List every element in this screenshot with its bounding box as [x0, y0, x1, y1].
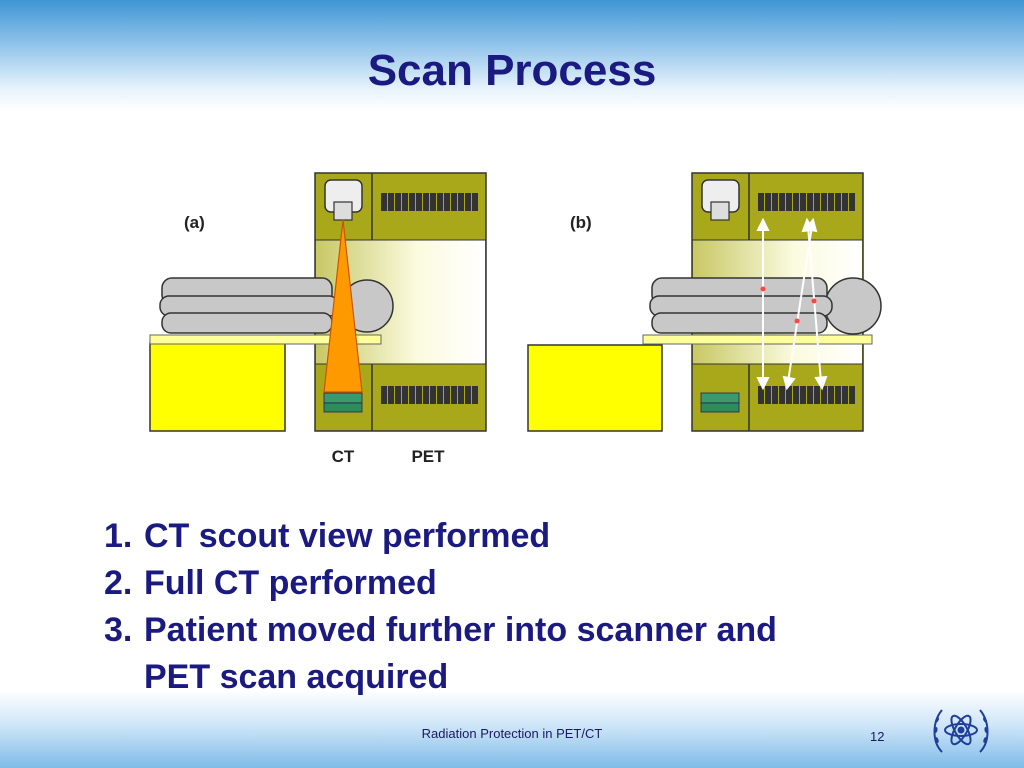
step-number: 2.: [104, 564, 133, 602]
annihilation-photons: [756, 217, 828, 391]
panel-b-label: (b): [570, 213, 592, 232]
pet-label: PET: [411, 447, 445, 466]
step-number: 3.: [104, 611, 133, 649]
patient-bed-a: [149, 342, 286, 432]
pet-ct-diagram: (a) CT PET: [149, 172, 882, 466]
step-item: 2. Full CT performed: [104, 560, 844, 607]
page-number: 12: [870, 729, 885, 744]
step-text: Full CT performed: [144, 564, 437, 602]
footer-background: [0, 690, 1024, 768]
ct-detector-b: [700, 392, 740, 413]
steps-list: 1. CT scout view performed 2. Full CT pe…: [104, 513, 844, 701]
panel-a-label: (a): [184, 213, 205, 232]
footer-title: Radiation Protection in PET/CT: [421, 726, 603, 741]
xray-beam: [323, 219, 363, 393]
patient-bed-b: [527, 344, 663, 432]
step-text: CT scout view performed: [144, 517, 551, 555]
panel-a: (a) CT PET: [149, 172, 487, 466]
step-text: Patient moved further into scanner and P…: [144, 611, 777, 696]
step-number: 1.: [104, 517, 133, 555]
bed-rail-b: [642, 334, 873, 345]
panel-b: (b): [527, 172, 882, 432]
bed-rail-a: [149, 334, 382, 345]
iaea-logo-icon: [933, 709, 989, 753]
slide-title: Scan Process: [367, 46, 657, 95]
positron-sources: [760, 286, 817, 324]
header-background: [0, 0, 1024, 110]
ct-detector-a: [323, 392, 363, 413]
step-item: 1. CT scout view performed: [104, 513, 844, 560]
patient-b: [649, 277, 882, 335]
patient-a: [159, 277, 394, 334]
ct-label: CT: [332, 447, 355, 466]
step-item: 3. Patient moved further into scanner an…: [104, 607, 844, 701]
